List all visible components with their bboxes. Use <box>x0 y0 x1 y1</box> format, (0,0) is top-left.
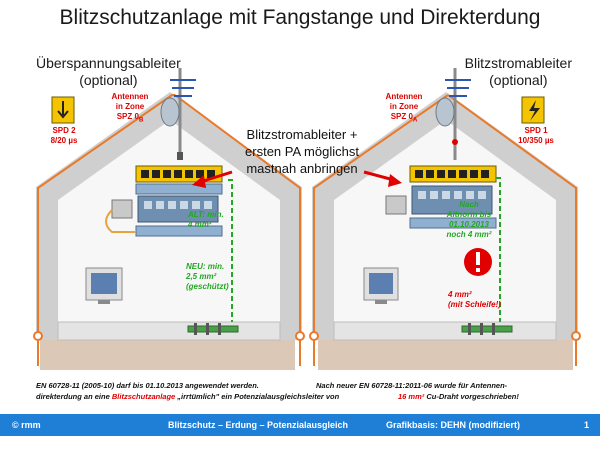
right-tv-icon <box>363 267 399 304</box>
left-floor <box>57 321 281 341</box>
right-spd-label: SPD 1 10/350 µs <box>518 126 554 145</box>
right-satellite-dish-icon <box>435 97 455 127</box>
footer-topic: Blitzschutz – Erdung – Potenzialausgleic… <box>168 420 349 430</box>
earth-conductors <box>37 94 577 332</box>
left-tv-icon <box>85 267 123 304</box>
left-spd-label: SPD 2 8/20 µs <box>50 126 78 145</box>
right-header-line2: (optional) <box>489 72 548 88</box>
right-power-supply-icon <box>385 195 407 215</box>
right-multiswitch <box>409 185 497 229</box>
left-satellite-dish-icon <box>160 97 180 127</box>
left-antenna-icon <box>170 79 196 97</box>
left-neu-label: NEU: min. 2,5 mm² (geschützt) <box>186 262 229 291</box>
right-zone-label: Antennen in Zone SPZ 0A <box>385 92 423 124</box>
left-header-line1: Überspannungsableiter <box>36 55 181 71</box>
left-header: Überspannungsableiter (optional) <box>36 55 181 89</box>
footer-copyright: © rmm <box>12 420 41 430</box>
right-ground <box>318 336 573 370</box>
left-spd-icon <box>51 96 75 124</box>
right-antenna-icon <box>445 79 471 97</box>
left-multiswitch <box>135 195 223 237</box>
right-note-line2: 16 mm² Cu-Draht vorgeschrieben! <box>398 392 519 401</box>
right-pa-busbar <box>461 323 513 335</box>
right-pa-conductor <box>496 177 501 322</box>
right-warning-label: 4 mm² (mit Schleife!) <box>448 290 501 309</box>
left-power-supply-icon <box>105 199 136 233</box>
right-header-line1: Blitzstromableiter <box>464 55 572 71</box>
left-pointer-arrow-icon <box>192 170 233 188</box>
right-header: Blitzstromableiter (optional) <box>465 55 572 89</box>
left-zone-label: Antennen in Zone SPZ 0B <box>111 92 149 124</box>
right-mast <box>435 68 471 160</box>
right-note: Nach neuer EN 60728-11:2011-06 wurde für… <box>316 381 508 390</box>
footer-bar: © rmm Blitzschutz – Erdung – Potenzialau… <box>0 414 600 436</box>
earth-electrodes <box>33 331 581 341</box>
left-ground <box>40 336 295 370</box>
right-down-conductor-b <box>447 94 577 332</box>
left-mast <box>160 68 196 160</box>
left-pa-busbar <box>187 323 239 335</box>
left-down-conductor-b <box>174 94 301 332</box>
warning-icon <box>464 248 492 276</box>
right-spd-bank <box>409 165 497 183</box>
right-pointer-arrow-icon <box>363 170 402 187</box>
footer-source: Grafikbasis: DEHN (modifiziert) <box>386 420 521 430</box>
left-down-conductor-a <box>37 94 175 332</box>
left-alt-label: ALT: min. 4 mm² <box>188 210 224 229</box>
left-note: EN 60728-11 (2005-10) darf bis 01.10.201… <box>36 381 340 401</box>
left-header-line2: (optional) <box>79 72 138 88</box>
footer-page-number: 1 <box>584 420 590 430</box>
callout-text: Blitzstromableiter + ersten PA möglichst… <box>245 127 359 176</box>
earth-rods <box>37 340 577 366</box>
left-pa-conductor <box>228 179 233 322</box>
right-altnorm-label: Nach Altnorm bis 01.10.2013 noch 4 mm² <box>446 200 492 239</box>
right-spd-icon <box>521 96 545 124</box>
right-floor <box>333 321 557 341</box>
right-down-conductor-a <box>313 94 449 332</box>
page-title: Blitzschutzanlage mit Fangstange und Dir… <box>59 6 541 29</box>
